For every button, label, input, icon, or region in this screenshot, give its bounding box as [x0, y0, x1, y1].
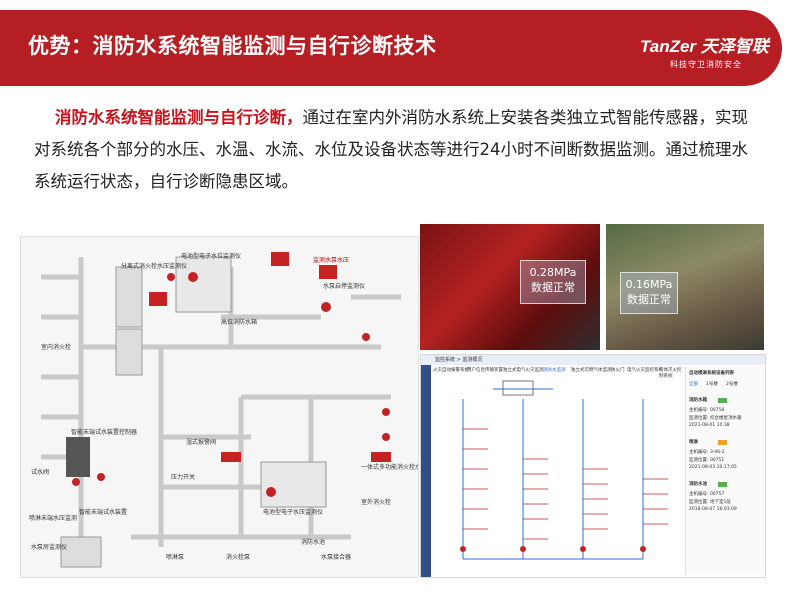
company-logo: TanZer 天泽智联 科技守卫消防安全: [640, 32, 769, 70]
label-pump-adapter: 水泵接合器: [321, 554, 352, 561]
label-sprinkler: 喷淋泵: [166, 554, 185, 561]
page-title: 优势：消防水系统智能监测与自行诊断技术: [28, 34, 437, 58]
photo-pump-room: 0.28MPa 数据正常: [420, 224, 600, 350]
breadcrumb: 监控系统 > 监测概况: [435, 357, 483, 363]
status-badge-3: [718, 482, 727, 487]
label-smart-terminal2: 智能末端试水装置: [79, 509, 128, 516]
label-alarm-valve: 湿式报警阀: [186, 439, 217, 446]
label-pump-monitor: 水泵房监测仪: [31, 544, 68, 551]
device-time-3: 2018-08-07 16:03:09: [689, 507, 737, 512]
label-split-monitor: 分离式消火栓水压监测仪: [121, 263, 188, 270]
monitoring-software: 监控系统 > 监测概况 火灾自动报警系统 用户信息传输装置 独立式电气火灾监测 …: [420, 354, 766, 578]
device-time-2: 2021-08-03 10:17:05: [689, 465, 737, 470]
sensor-reading-1: 0.28MPa 数据正常: [520, 260, 586, 304]
intro-highlight: 消防水系统智能监测与自行诊断，: [54, 108, 303, 127]
intro-text: 通过在室内外消防水系统上安装各类独立式智能传感器，实现对系统各个部分的水压、水温…: [34, 108, 748, 191]
tab-fire-door[interactable]: 防火门: [611, 368, 625, 373]
tab-gas-extinguish[interactable]: 气体灭火控制系统: [659, 368, 682, 379]
label-indoor-hydrant: 室内消火栓: [41, 344, 72, 351]
label-pump-start: 水泵启停监测仪: [323, 283, 366, 290]
tab-gas[interactable]: 独立式可燃气体监测: [571, 368, 612, 373]
panel-title: 自动喷淋系统设备列表: [689, 371, 734, 376]
device-code-3: 主机编号: 00757: [689, 492, 725, 497]
panel-tab-1[interactable]: 1号楼: [706, 382, 718, 387]
status-badge-1: [718, 398, 727, 403]
device-name-1[interactable]: 消防水箱: [689, 398, 707, 403]
label-pump-room-monitor: 监测水泵水压: [313, 257, 350, 264]
logo-name: TanZer 天泽智联: [640, 37, 769, 56]
label-battery-pool: 电池型电子水压监测仪: [263, 509, 324, 516]
software-sidebar: [421, 365, 431, 577]
tab-electrical-fire[interactable]: 电气火灾监控系统: [627, 368, 663, 373]
device-panel: 自动喷淋系统设备列表 全部 1号楼 2号楼 消防水箱 主机编号: 00758 监…: [685, 367, 764, 575]
sensor-value-2: 0.16MPa: [625, 278, 673, 291]
device-loc-3: 监测位置: 地下室1层: [689, 500, 731, 505]
panel-tab-all[interactable]: 全部: [689, 382, 698, 387]
header: 优势：消防水系统智能监测与自行诊断技术 TanZer 天泽智联 科技守卫消防安全: [0, 0, 800, 86]
label-tank-monitor: 电池型电子水位监测仪: [181, 253, 242, 260]
label-hydrant-pump: 消火栓泵: [226, 554, 251, 561]
tab-water-monitoring[interactable]: 消防水监测: [543, 368, 566, 373]
logo-slogan: 科技守卫消防安全: [670, 60, 742, 69]
device-code-1: 主机编号: 00758: [689, 408, 725, 413]
sprinkler-diagram: [460, 380, 668, 560]
system-diagram: 电池型电子水位监测仪 分离式消火栓水压监测仪 监测水泵水压 水泵启停监测仪 高位…: [20, 236, 419, 578]
software-tabs: 火灾自动报警系统 用户信息传输装置 独立式电气火灾监测 消防水监测 独立式可燃气…: [433, 367, 683, 379]
label-spray-pressure: 喷淋末端水压监测: [29, 515, 78, 522]
photo-outdoor-hydrant: 0.16MPa 数据正常: [606, 224, 764, 350]
device-loc-2: 监测位置: 00751: [689, 458, 725, 463]
device-name-2[interactable]: 喷淋: [689, 440, 698, 445]
label-pressure-switch: 压力开关: [171, 474, 196, 481]
pipe-network: [41, 252, 401, 568]
label-outdoor: 室外消火栓: [361, 499, 392, 506]
label-pool: 消防水池: [301, 539, 326, 546]
device-code-2: 主机编号: 3-46-2: [689, 450, 725, 455]
device-loc-1: 监测位置: 综合楼屋顶水箱: [689, 416, 742, 421]
device-name-3[interactable]: 消防水池: [689, 482, 707, 487]
label-test-valve: 试水阀: [31, 469, 50, 476]
panel-tab-2[interactable]: 2号楼: [726, 382, 738, 387]
label-roof-tank: 高位消防水箱: [221, 319, 258, 326]
tab-transmission[interactable]: 用户信息传输装置: [467, 368, 503, 373]
sensor-value-1: 0.28MPa: [529, 266, 577, 279]
software-topbar: 监控系统 > 监测概况: [421, 355, 765, 365]
header-bar: [0, 10, 782, 86]
sensor-status-1: 数据正常: [531, 281, 575, 294]
tab-fire-alarm[interactable]: 火灾自动报警系统: [433, 368, 469, 373]
status-badge-2: [718, 440, 727, 445]
label-smart-terminal: 智能末端试水装置控制器: [71, 429, 138, 436]
tab-electrical[interactable]: 独立式电气火灾监测: [503, 368, 544, 373]
label-hydrant-monitor: 一体式多功能消火栓水压监测仪: [361, 464, 418, 471]
sensor-status-2: 数据正常: [627, 293, 671, 306]
sensor-reading-2: 0.16MPa 数据正常: [620, 272, 678, 314]
device-time-1: 2021-08-01 10:38: [689, 423, 730, 428]
intro-paragraph: 消防水系统智能监测与自行诊断，通过在室内外消防水系统上安装各类独立式智能传感器，…: [34, 102, 764, 198]
